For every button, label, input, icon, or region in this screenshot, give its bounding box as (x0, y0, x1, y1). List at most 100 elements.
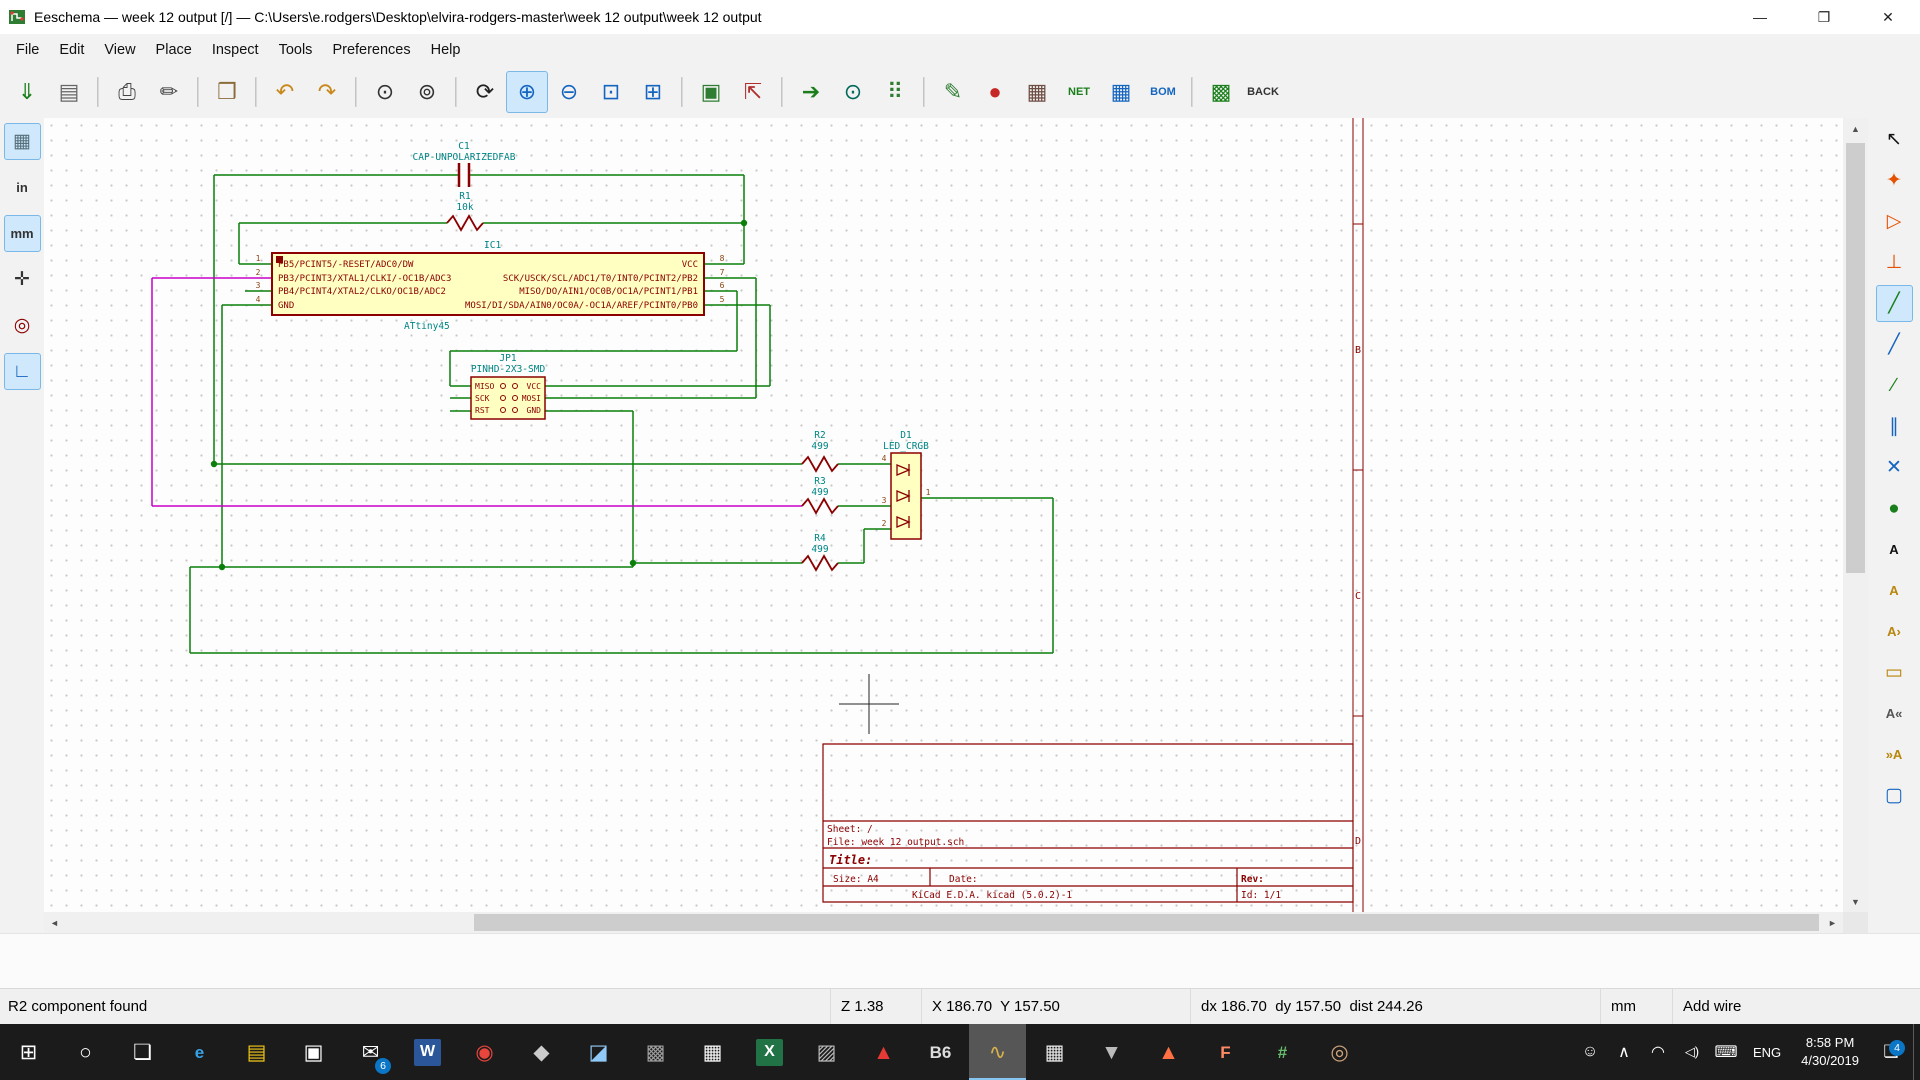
redo-button[interactable]: ↷ (306, 71, 348, 113)
horizontal-scrollbar[interactable]: ◄ ► (44, 912, 1843, 933)
undo-button[interactable]: ↶ (264, 71, 306, 113)
plot-button[interactable]: ✏ (148, 71, 190, 113)
language-indicator[interactable]: ENG (1752, 1044, 1782, 1060)
menu-view[interactable]: View (94, 37, 145, 63)
menu-place[interactable]: Place (146, 37, 202, 63)
edit-symbol-fields-button[interactable]: ✎ (932, 71, 974, 113)
import-sheet-pin-button[interactable]: A« (1876, 695, 1913, 732)
excel-icon[interactable]: X (741, 1024, 798, 1080)
component-ic1[interactable]: IC1 ATtiny45 PB5/PCINT5/-RESET/ADC0/DW P… (256, 240, 725, 332)
zoom-fit-button[interactable]: ⊡ (590, 71, 632, 113)
close-button[interactable]: ✕ (1882, 8, 1894, 25)
place-power-port-button[interactable]: ⊥ (1876, 244, 1913, 281)
bus-to-bus-entry-button[interactable]: ∥ (1876, 408, 1913, 445)
show-desktop-button[interactable] (1913, 1024, 1920, 1080)
schematic-canvas[interactable]: C1 CAP-UNPOLARIZEDFAB R1 10k IC1 ATtiny4… (44, 118, 1843, 912)
kicad-project-icon[interactable]: ▩ (627, 1024, 684, 1080)
eeschema-icon[interactable]: ∿ (969, 1024, 1026, 1080)
people-icon[interactable]: ☺ (1573, 1024, 1607, 1080)
circuit-app-icon[interactable]: # (1254, 1024, 1311, 1080)
menu-edit[interactable]: Edit (49, 37, 94, 63)
grid-toggle-button[interactable]: ▦ (3, 123, 41, 160)
pcbnew-icon[interactable]: ▦ (1026, 1024, 1083, 1080)
component-r4[interactable]: R4 499 (801, 533, 839, 572)
file-explorer-icon[interactable]: ▤ (228, 1024, 285, 1080)
store-icon[interactable]: ▣ (285, 1024, 342, 1080)
assign-footprints-button[interactable]: ▦ (1016, 71, 1058, 113)
print-button[interactable]: ⎙ (106, 71, 148, 113)
symbol-fields-table-button[interactable]: ▦ (1100, 71, 1142, 113)
place-bitmap-button[interactable]: ▢ (1876, 777, 1913, 814)
flame-app-icon[interactable]: ▲ (1140, 1024, 1197, 1080)
inkscape-icon[interactable]: ◆ (513, 1024, 570, 1080)
tray-chevron-icon[interactable]: ∧ (1607, 1024, 1641, 1080)
hv-wires-button[interactable]: ∟ (3, 353, 41, 390)
leave-sheet-button[interactable]: ⇱ (732, 71, 774, 113)
select-tool-button[interactable]: ↖ (1876, 121, 1913, 158)
place-junction-button[interactable]: ● (1876, 490, 1913, 527)
find-replace-button[interactable]: ⊚ (406, 71, 448, 113)
run-to-pcbnew-button[interactable]: ➔ (790, 71, 832, 113)
new-schematic-button[interactable]: ⇓ (6, 71, 48, 113)
updates-icon[interactable]: ▼ (1083, 1024, 1140, 1080)
app-b6-icon[interactable]: B6 (912, 1024, 969, 1080)
paste-button[interactable]: ❒ (206, 71, 248, 113)
edge-icon[interactable]: e (171, 1024, 228, 1080)
wifi-icon[interactable]: ◠ (1641, 1024, 1675, 1080)
footprint-browser-button[interactable]: ⊙ (832, 71, 874, 113)
place-symbol-button[interactable]: ▷ (1876, 203, 1913, 240)
mail-icon[interactable]: ✉ 6 (342, 1024, 399, 1080)
component-r2[interactable]: R2 499 (801, 430, 839, 473)
clock[interactable]: 8:58 PM 4/30/2019 (1791, 1034, 1869, 1069)
place-hierarchical-label-button[interactable]: A› (1876, 613, 1913, 650)
photos-icon[interactable]: ◪ (570, 1024, 627, 1080)
touch-keyboard-icon[interactable]: ⌨ (1709, 1024, 1743, 1080)
component-r3[interactable]: R3 499 (801, 476, 839, 515)
redraw-view-button[interactable]: ⟳ (464, 71, 506, 113)
place-bus-button[interactable]: ╱ (1876, 326, 1913, 363)
component-c1[interactable]: C1 CAP-UNPOLARIZEDFAB (413, 141, 516, 187)
acrobat-icon[interactable]: ▲ (855, 1024, 912, 1080)
scroll-up-icon[interactable]: ▲ (1843, 118, 1868, 139)
scroll-right-icon[interactable]: ► (1822, 912, 1843, 933)
start-button[interactable]: ⊞ (0, 1024, 57, 1080)
zoom-in-button[interactable]: ⊕ (506, 71, 548, 113)
back-import-button[interactable]: BACK (1242, 71, 1284, 113)
hierarchy-navigator-button[interactable]: ▣ (690, 71, 732, 113)
scroll-left-icon[interactable]: ◄ (44, 912, 65, 933)
run-erc-button[interactable]: ● (974, 71, 1016, 113)
minimize-button[interactable]: — (1753, 9, 1767, 25)
generate-netlist-button[interactable]: NET (1058, 71, 1100, 113)
vertical-scroll-thumb[interactable] (1846, 143, 1865, 573)
gimp-icon[interactable]: ◎ (1311, 1024, 1368, 1080)
calendar-icon[interactable]: ▦ (684, 1024, 741, 1080)
run-pcbnew-button[interactable]: ▩ (1200, 71, 1242, 113)
highlight-net-button[interactable]: ✦ (1876, 162, 1913, 199)
volume-icon[interactable]: ◁) (1675, 1024, 1709, 1080)
units-mm-button[interactable]: mm (3, 215, 41, 252)
place-global-label-button[interactable]: A (1876, 572, 1913, 609)
scroll-down-icon[interactable]: ▼ (1843, 891, 1868, 912)
annotate-symbols-button[interactable]: ⠿ (874, 71, 916, 113)
zoom-area-button[interactable]: ⊞ (632, 71, 674, 113)
search-button[interactable]: ○ (57, 1024, 114, 1080)
menu-file[interactable]: File (6, 37, 49, 63)
hidden-pins-button[interactable]: ◎ (4, 307, 41, 344)
component-d1[interactable]: D1 LED_CRGB 4 3 2 1 (882, 430, 931, 540)
wire-to-bus-entry-button[interactable]: ∕ (1876, 367, 1913, 404)
component-r1[interactable]: R1 10k (446, 191, 484, 232)
units-inches-button[interactable]: in (4, 169, 41, 206)
menu-help[interactable]: Help (421, 37, 471, 63)
word-icon[interactable]: W (399, 1024, 456, 1080)
filezilla-icon[interactable]: F (1197, 1024, 1254, 1080)
place-hierarchical-sheet-button[interactable]: ▭ (1876, 654, 1913, 691)
menu-preferences[interactable]: Preferences (322, 37, 420, 63)
notifications-button[interactable]: ❏ 4 (1869, 1040, 1913, 1062)
maximize-button[interactable]: ❐ (1817, 8, 1831, 25)
page-settings-button[interactable]: ▤ (48, 71, 90, 113)
generate-bom-button[interactable]: BOM (1142, 71, 1184, 113)
no-connect-button[interactable]: ✕ (1876, 449, 1913, 486)
cursor-shape-button[interactable]: ✛ (4, 261, 41, 298)
vertical-scrollbar[interactable]: ▲ ▼ (1843, 118, 1868, 912)
schematic-svg[interactable]: C1 CAP-UNPOLARIZEDFAB R1 10k IC1 ATtiny4… (44, 118, 1843, 912)
